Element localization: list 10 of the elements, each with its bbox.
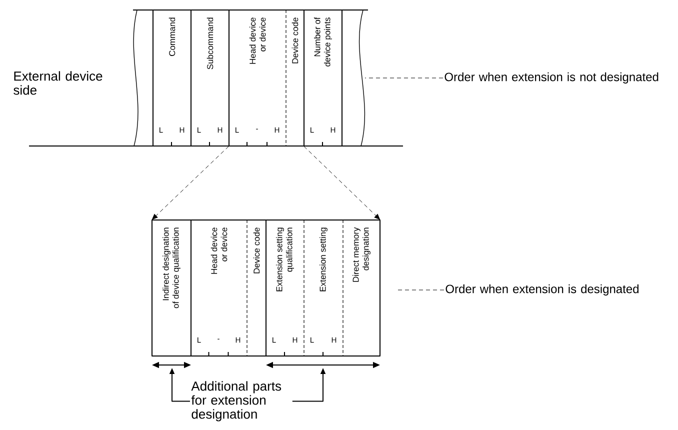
- note-text: Order when extension is designated: [446, 284, 638, 296]
- arrow: [152, 146, 230, 220]
- field-cell: Device code: [253, 228, 260, 274]
- callout-text: Additional parts for extension designation: [191, 381, 282, 422]
- field-cell: Direct memory designation: [352, 227, 370, 282]
- note-text: Order when extension is not designated: [444, 72, 658, 84]
- field-cell: Indirect designation of device qualification: [162, 228, 180, 308]
- side-label: External device side: [14, 71, 102, 95]
- arrow: [304, 146, 380, 220]
- field-cell: Device code: [292, 18, 298, 64]
